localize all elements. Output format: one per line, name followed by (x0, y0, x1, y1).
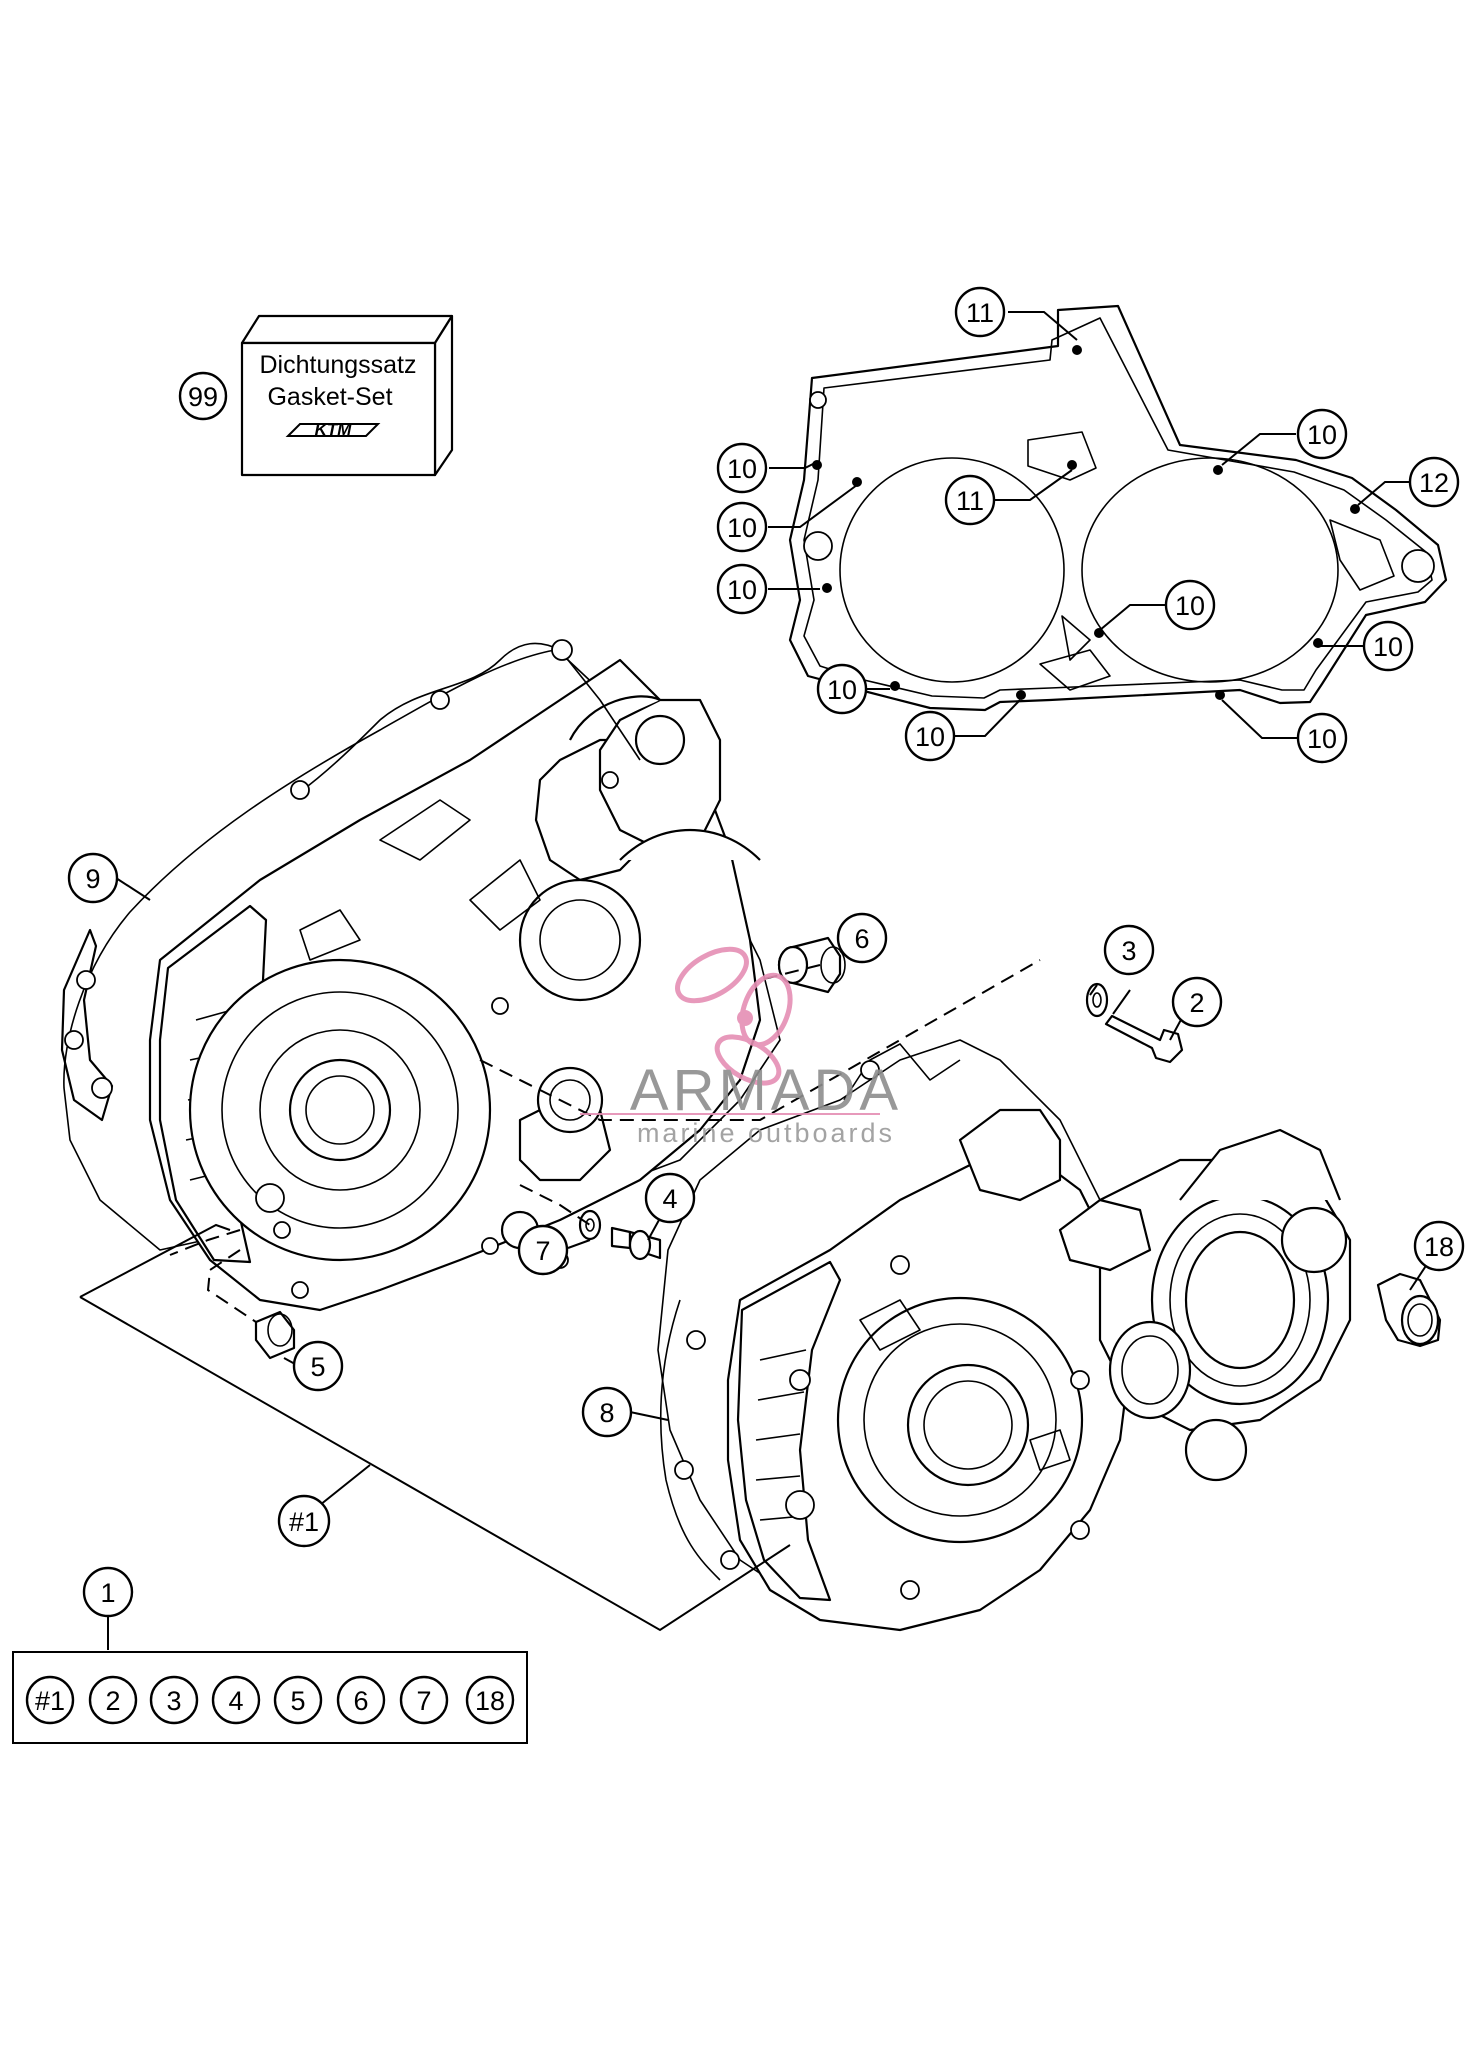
callout-5[interactable]: 5 (292, 1340, 344, 1392)
kit-item-2[interactable]: 2 (88, 1675, 138, 1725)
svg-text:6: 6 (854, 924, 869, 954)
kit-item-assembly[interactable]: #1 (25, 1675, 75, 1725)
kit-item-3[interactable]: 3 (149, 1675, 199, 1725)
watermark-title: ARMADA (630, 1058, 902, 1123)
svg-text:10: 10 (827, 675, 857, 705)
svg-text:8: 8 (599, 1398, 614, 1428)
gasket-set-label-de: Dichtungssatz (259, 351, 416, 379)
svg-text:#1: #1 (289, 1507, 319, 1537)
callout-10-bottom-right[interactable]: 10 (1296, 712, 1348, 764)
callout-10-left-3[interactable]: 10 (716, 563, 768, 615)
svg-text:10: 10 (1307, 724, 1337, 754)
callout-assembly-1[interactable]: #1 (277, 1494, 331, 1548)
callout-10-left-2[interactable]: 10 (716, 501, 768, 553)
gasket-set-label-en: Gasket-Set (267, 383, 392, 411)
svg-text:2: 2 (1189, 988, 1204, 1018)
kit-item-7[interactable]: 7 (399, 1675, 449, 1725)
kit-item-18[interactable]: 18 (465, 1675, 515, 1725)
svg-text:4: 4 (662, 1184, 677, 1214)
callout-18[interactable]: 18 (1413, 1220, 1465, 1272)
washer-7 (578, 1209, 602, 1241)
plug-18 (1376, 1272, 1442, 1348)
svg-text:10: 10 (727, 513, 757, 543)
callout-10-top-right[interactable]: 10 (1296, 408, 1348, 460)
kit-item-4[interactable]: 4 (211, 1675, 261, 1725)
svg-text:3: 3 (166, 1686, 181, 1716)
callout-11-inner[interactable]: 11 (944, 474, 996, 526)
callout-11-top[interactable]: 11 (954, 286, 1006, 338)
svg-text:9: 9 (85, 864, 100, 894)
right-crankcase-half (657, 1039, 1352, 1632)
callout-1[interactable]: 1 (82, 1566, 134, 1618)
bushing-5 (254, 1310, 296, 1360)
svg-text:18: 18 (475, 1686, 505, 1716)
gasket-right-half (659, 1043, 961, 1581)
propeller-logo-icon (675, 946, 793, 1086)
ktm-logo: KTM (285, 420, 381, 439)
svg-text:10: 10 (727, 454, 757, 484)
svg-text:7: 7 (535, 1236, 550, 1266)
callout-10-center[interactable]: 10 (1164, 579, 1216, 631)
callout-2[interactable]: 2 (1171, 976, 1223, 1028)
svg-text:12: 12 (1419, 468, 1449, 498)
svg-text:10: 10 (1175, 591, 1205, 621)
svg-text:1: 1 (100, 1578, 115, 1608)
callout-7[interactable]: 7 (517, 1224, 569, 1276)
gasket-left (64, 639, 641, 1099)
callout-4[interactable]: 4 (644, 1172, 696, 1224)
svg-text:11: 11 (966, 298, 994, 328)
svg-text:5: 5 (290, 1686, 305, 1716)
kit-item-5[interactable]: 5 (273, 1675, 323, 1725)
kit-item-6[interactable]: 6 (336, 1675, 386, 1725)
svg-text:#1: #1 (35, 1686, 65, 1716)
callout-9[interactable]: 9 (67, 852, 119, 904)
callout-99[interactable]: 99 (178, 371, 228, 421)
callout-12[interactable]: 12 (1408, 456, 1460, 508)
crankcase-gasket (788, 304, 1448, 712)
callout-10-bottom-1[interactable]: 10 (816, 663, 868, 715)
svg-text:10: 10 (727, 575, 757, 605)
svg-text:10: 10 (1373, 632, 1403, 662)
svg-text:10: 10 (1307, 420, 1337, 450)
svg-text:18: 18 (1424, 1232, 1454, 1262)
screw-2 (1104, 1014, 1184, 1064)
watermark-subtitle: marine outboards (637, 1118, 895, 1148)
svg-text:4: 4 (228, 1686, 243, 1716)
svg-text:6: 6 (353, 1686, 368, 1716)
callout-6[interactable]: 6 (836, 912, 888, 964)
callout-10-left-1[interactable]: 10 (716, 442, 768, 494)
svg-text:3: 3 (1121, 936, 1136, 966)
armada-watermark: ARMADA marine outboards (580, 946, 902, 1148)
gasket-set-box: Dichtungssatz Gasket-Set KTM (240, 314, 454, 477)
callout-3[interactable]: 3 (1103, 924, 1155, 976)
svg-text:2: 2 (105, 1686, 120, 1716)
washer-3 (1085, 982, 1109, 1018)
svg-text:5: 5 (310, 1352, 325, 1382)
svg-text:11: 11 (956, 486, 984, 516)
callout-8[interactable]: 8 (581, 1386, 633, 1438)
svg-text:10: 10 (915, 722, 945, 752)
callout-10-right[interactable]: 10 (1362, 620, 1414, 672)
kit-contents-box: #1 2 3 4 5 6 7 18 (12, 1651, 528, 1744)
left-crankcase-half (60, 649, 781, 1312)
callout-10-bottom-2[interactable]: 10 (904, 710, 956, 762)
svg-text:99: 99 (188, 382, 218, 412)
svg-text:7: 7 (416, 1686, 431, 1716)
svg-text:KTM: KTM (315, 420, 353, 439)
